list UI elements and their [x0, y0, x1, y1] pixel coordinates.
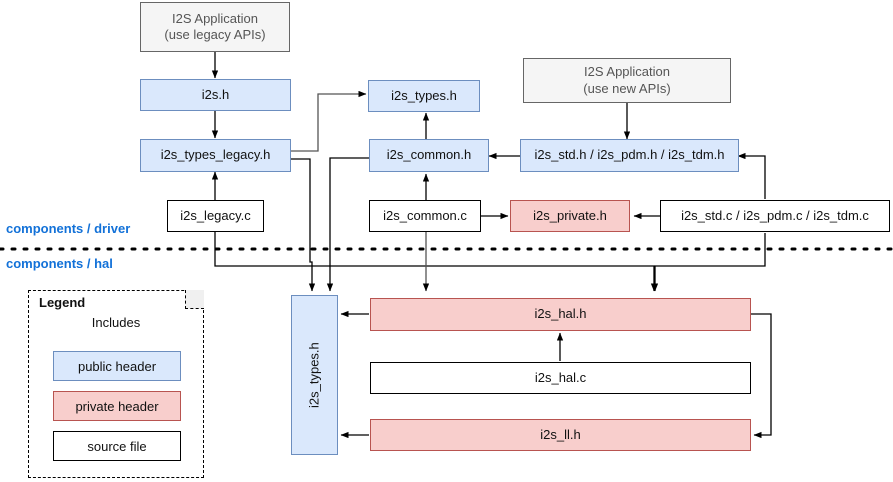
node-app-new-line1: I2S Application [583, 64, 670, 80]
legend-item-source-file: source file [53, 431, 181, 461]
node-i2s-types-h-hal[interactable]: i2s_types.h [291, 295, 338, 455]
legend: Legend Includes public header private he… [28, 290, 204, 478]
node-i2s-ll-h[interactable]: i2s_ll.h [370, 419, 751, 451]
node-i2s-legacy-c[interactable]: i2s_legacy.c [167, 200, 264, 232]
legend-title: Legend [39, 295, 86, 310]
zone-label-driver: components / driver [6, 221, 131, 236]
node-i2s-hal-c[interactable]: i2s_hal.c [370, 362, 751, 394]
node-i2s-h[interactable]: i2s.h [140, 79, 291, 111]
node-app-new-line2: (use new APIs) [583, 80, 671, 96]
node-i2s-common-c[interactable]: i2s_common.c [369, 200, 481, 232]
zone-label-hal: components / hal [6, 256, 113, 271]
node-i2s-types-legacy-h[interactable]: i2s_types_legacy.h [140, 139, 291, 172]
node-i2s-hal-h[interactable]: i2s_hal.h [370, 298, 751, 331]
legend-includes-label: Includes [91, 315, 141, 330]
legend-item-private-header: private header [53, 391, 181, 421]
node-app-legacy[interactable]: I2S Application (use legacy APIs) [140, 2, 290, 52]
node-i2s-common-h[interactable]: i2s_common.h [369, 139, 489, 172]
legend-item-public-header: public header [53, 351, 181, 381]
node-i2s-private-h[interactable]: i2s_private.h [510, 200, 630, 232]
node-app-new[interactable]: I2S Application (use new APIs) [523, 58, 731, 103]
node-i2s-std-pdm-tdm-h[interactable]: i2s_std.h / i2s_pdm.h / i2s_tdm.h [520, 139, 739, 172]
node-i2s-types-h-top[interactable]: i2s_types.h [368, 80, 480, 112]
node-i2s-std-pdm-tdm-c[interactable]: i2s_std.c / i2s_pdm.c / i2s_tdm.c [660, 200, 890, 232]
node-app-legacy-line2: (use legacy APIs) [164, 27, 266, 42]
node-app-legacy-line1: I2S Application [171, 10, 258, 26]
legend-fold-corner [185, 290, 204, 309]
